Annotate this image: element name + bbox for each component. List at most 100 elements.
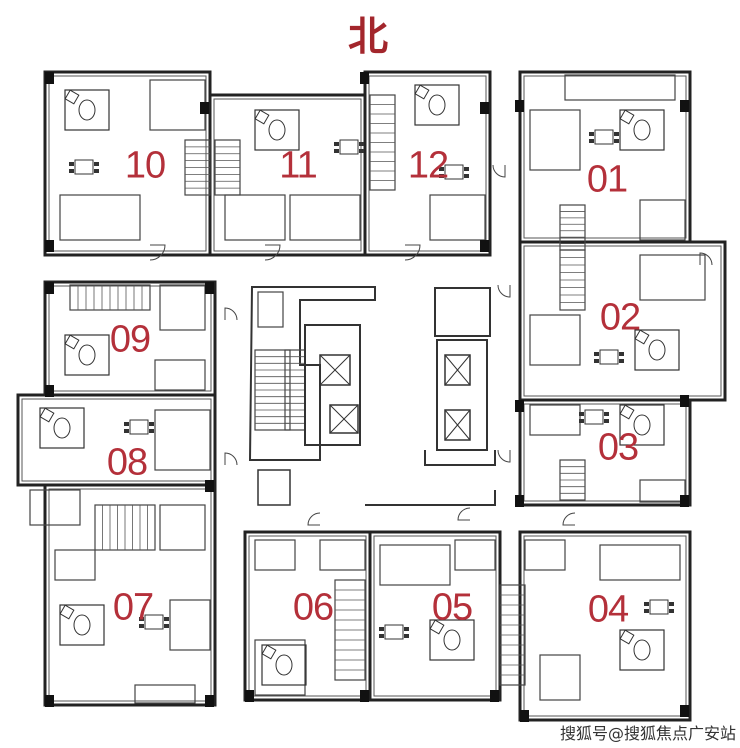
chair [604, 412, 609, 416]
column [205, 282, 214, 294]
unit-03-outline [518, 398, 692, 507]
armchair [619, 109, 635, 125]
coffee-table [53, 417, 71, 439]
chair [669, 602, 674, 606]
unit-04-outline [518, 530, 692, 722]
living-furniture [619, 629, 665, 671]
unit-label-12: 12 [407, 144, 449, 187]
unit-08-bath [29, 489, 81, 526]
unit-10-bedroom [59, 194, 141, 241]
chair [589, 139, 594, 143]
coffee-table [78, 99, 96, 121]
dining-table [584, 409, 604, 425]
unit-09-bath [159, 284, 206, 331]
living-furniture [619, 109, 665, 151]
living-furniture [64, 89, 110, 131]
chair [589, 132, 594, 136]
column [520, 710, 529, 722]
unit-09-bedroom [154, 359, 206, 391]
door-swing [457, 507, 471, 521]
chair [404, 627, 409, 631]
unit-label-10: 10 [124, 144, 166, 187]
armchair [64, 334, 80, 350]
armchair [64, 89, 80, 105]
dining-table [594, 129, 614, 145]
door-swing [497, 449, 511, 463]
elevator-cross [329, 404, 359, 434]
armchair [39, 407, 55, 423]
unit-08-bedroom [154, 409, 211, 471]
unit-label-09: 09 [109, 318, 151, 361]
unit-label-05: 05 [431, 586, 473, 629]
chair [594, 359, 599, 363]
unit-02-bath [639, 254, 706, 301]
unit-label-04: 04 [587, 588, 629, 631]
unit-07-kitchen [54, 549, 96, 581]
unit-01-balcony [564, 74, 676, 101]
unit-04-outline-inner [523, 535, 687, 717]
column [200, 102, 209, 114]
armchair [414, 84, 430, 100]
elevator-lobby [304, 324, 361, 446]
living-furniture [619, 404, 665, 446]
chair [69, 162, 74, 166]
unit-01-outline [518, 70, 692, 244]
door-swing [562, 512, 576, 526]
chair [149, 422, 154, 426]
column [245, 690, 254, 702]
unit-03-balcony [639, 479, 686, 503]
unit-06-living [254, 639, 306, 696]
chair [359, 149, 364, 153]
column [680, 100, 689, 112]
door-swing [307, 512, 321, 526]
dining-table [649, 599, 669, 615]
column [205, 695, 214, 707]
shaft [257, 291, 284, 328]
dining-table [144, 614, 164, 630]
chair [379, 634, 384, 638]
chair [404, 634, 409, 638]
unit-05-bedroom [379, 544, 451, 586]
column [680, 395, 689, 407]
chair [379, 627, 384, 631]
unit-01-outline-inner [523, 75, 687, 239]
unit-07-bath [159, 504, 206, 551]
elevator-shaft [444, 354, 471, 386]
unit-03-bath [529, 404, 581, 436]
coffee-table [428, 94, 446, 116]
column [360, 72, 369, 84]
unit-label-02: 02 [599, 296, 641, 339]
coffee-table [73, 614, 91, 636]
elevator-shaft [329, 404, 359, 434]
living-furniture [261, 644, 307, 686]
chair [619, 352, 624, 356]
chair [644, 602, 649, 606]
unit-03-outline-inner [523, 403, 687, 502]
unit-01-bedroom [529, 109, 581, 171]
living-furniture [64, 334, 110, 376]
chair [579, 412, 584, 416]
unit-07-outline-inner [48, 488, 212, 702]
chair [644, 609, 649, 613]
coffee-table [78, 344, 96, 366]
unit-11-bedroom-2 [289, 194, 361, 241]
living-furniture [634, 329, 680, 371]
column [45, 72, 54, 84]
chair [614, 132, 619, 136]
chair [124, 422, 129, 426]
unit-06-bath-2 [319, 539, 366, 571]
core-wall [248, 286, 376, 461]
watermark: 搜狐号@搜狐焦点广安站 [560, 724, 737, 743]
unit-04-bath [524, 539, 566, 571]
chair [94, 169, 99, 173]
armchair [634, 329, 650, 345]
unit-label-06: 06 [292, 586, 334, 629]
coffee-table [268, 119, 286, 141]
chair [69, 169, 74, 173]
coffee-table [633, 414, 651, 436]
unit-label-07: 07 [112, 586, 154, 629]
door-swing [224, 452, 238, 466]
unit-11-outline-inner [213, 98, 362, 252]
door-swing [404, 244, 421, 261]
